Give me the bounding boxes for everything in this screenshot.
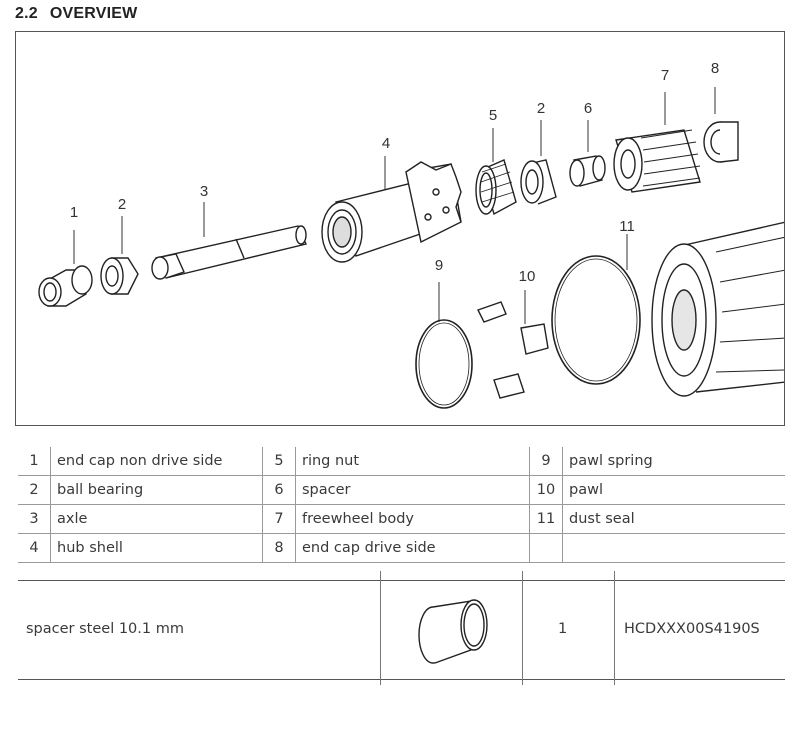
spare-part-quantity: 1 [558,621,568,637]
callout-2: 2 [117,196,127,213]
ball-bearing-left [100,257,139,295]
pawl-spring [415,319,473,409]
part-number: 1 [18,447,51,476]
section-number: 2.2 [15,5,38,22]
spare-part-code: HCDXXX00S4190S [624,621,760,637]
table-row: 3 axle 7 freewheel body 11 dust seal [18,504,785,534]
spacer-part [569,155,606,187]
leader-lines [73,87,716,324]
part-label: spacer [295,475,530,505]
callout-4: 4 [381,135,391,152]
hub-body [651,221,784,397]
dust-seal [551,255,641,385]
end-cap-non-drive-side [38,265,93,307]
spare-part-description: spacer steel 10.1 mm [26,621,184,637]
part-label [562,533,785,563]
freewheel-body [613,129,701,193]
table-row: 2 ball bearing 6 spacer 10 pawl [18,475,785,505]
hub-shell [321,161,462,263]
part-label: ring nut [295,447,530,476]
section-heading: 2.2 OVERVIEW [15,5,137,23]
callout-2-right: 2 [536,100,546,117]
part-number: 4 [18,533,51,563]
diagram-drawing [38,87,784,409]
exploded-hub-diagram: 1 2 3 4 5 2 6 7 8 9 10 11 [15,31,785,426]
callout-3: 3 [199,183,209,200]
callout-8: 8 [710,60,720,77]
table-row: 1 end cap non drive side 5 ring nut 9 pa… [18,447,785,476]
column-divider [380,571,381,685]
part-number: 9 [529,447,563,476]
part-number [529,533,563,563]
callout-1: 1 [69,204,79,221]
callout-10: 10 [518,268,536,285]
parts-list-table: 1 end cap non drive side 5 ring nut 9 pa… [18,447,785,563]
part-label: ball bearing [50,475,263,505]
part-label: pawl spring [562,447,785,476]
part-label: pawl [562,475,785,505]
part-number: 2 [18,475,51,505]
part-number: 3 [18,504,51,534]
ring-nut [475,159,517,216]
spare-part-row: spacer steel 10.1 mm 1 HCDXXX00S4190S [18,571,785,685]
spacer-image [418,599,488,664]
end-cap-drive-side [703,121,739,163]
callout-9: 9 [434,257,444,274]
callout-6: 6 [583,100,593,117]
part-label: end cap drive side [295,533,530,563]
part-number: 7 [262,504,296,534]
column-divider [614,571,615,685]
part-number: 8 [262,533,296,563]
part-label: hub shell [50,533,263,563]
column-divider [522,571,523,685]
table-row: 4 hub shell 8 end cap drive side [18,533,785,563]
part-number: 5 [262,447,296,476]
section-title: OVERVIEW [49,5,138,22]
callout-7: 7 [660,67,670,84]
part-number: 10 [529,475,563,505]
ball-bearing-right [520,159,557,205]
part-label: end cap non drive side [50,447,263,476]
part-number: 11 [529,504,563,534]
callout-5: 5 [488,107,498,124]
callout-11: 11 [619,218,635,235]
part-label: axle [50,504,263,534]
part-number: 6 [262,475,296,505]
pawls [477,301,549,399]
part-label: dust seal [562,504,785,534]
part-label: freewheel body [295,504,530,534]
axle [151,225,307,280]
